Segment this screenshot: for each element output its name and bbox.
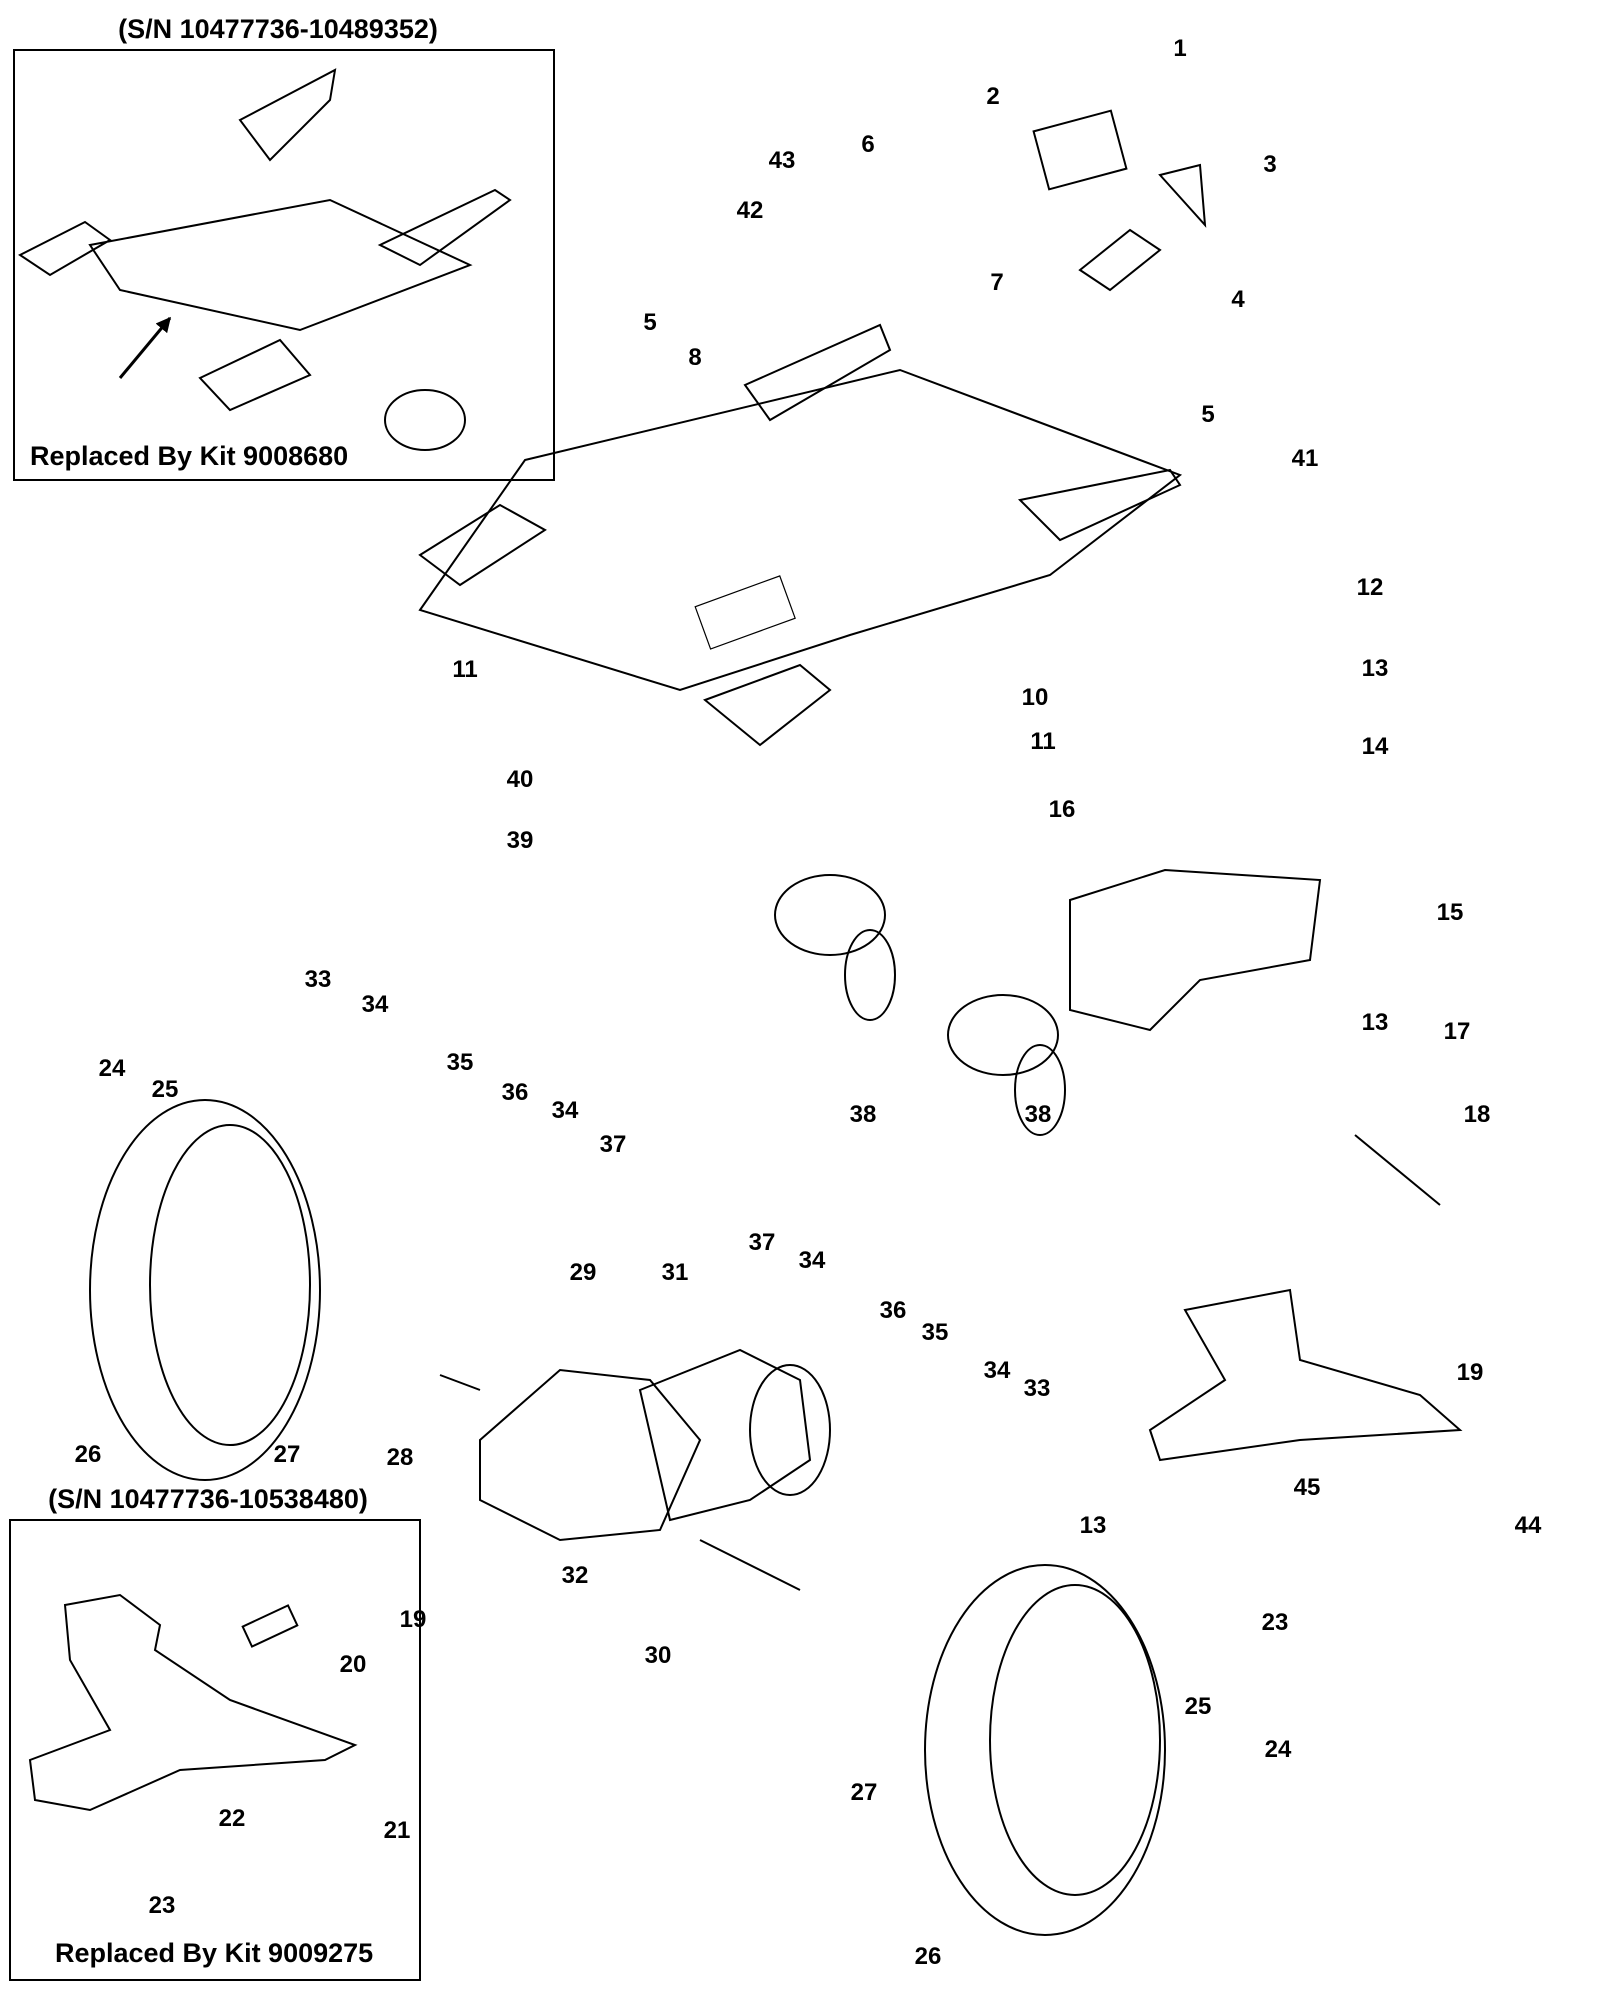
callout-43: 43 — [769, 147, 796, 174]
callout-23: 23 — [1262, 1609, 1289, 1636]
callout-15: 15 — [1437, 899, 1464, 926]
frame-assembly — [418, 323, 1183, 747]
callout-13: 13 — [1362, 1009, 1389, 1036]
callout-25: 25 — [1185, 1693, 1212, 1720]
callout-6: 6 — [861, 131, 874, 158]
callout-10: 10 — [1022, 684, 1049, 711]
callout-45: 45 — [1294, 1474, 1321, 1501]
callout-5: 5 — [1201, 401, 1214, 428]
callout-14: 14 — [1362, 733, 1389, 760]
callout-28: 28 — [387, 1444, 414, 1471]
callout-36: 36 — [502, 1079, 529, 1106]
callout-23: 23 — [149, 1892, 176, 1919]
inset-frame-kit-9009275: (S/N 10477736-10538480) Replaced By Kit … — [9, 1484, 421, 1981]
callout-8: 8 — [688, 344, 701, 371]
callout-29: 29 — [570, 1259, 597, 1286]
callout-26: 26 — [915, 1943, 942, 1970]
callout-20: 20 — [340, 1651, 367, 1678]
callout-18: 18 — [1464, 1101, 1491, 1128]
inset-serial-range-2: (S/N 10477736-10538480) — [48, 1484, 368, 1514]
callout-34: 34 — [799, 1247, 826, 1274]
callout-38: 38 — [850, 1101, 877, 1128]
callout-32: 32 — [562, 1562, 589, 1589]
callout-35: 35 — [447, 1049, 474, 1076]
callout-19: 19 — [400, 1606, 427, 1633]
callout-24: 24 — [99, 1055, 126, 1082]
inset-kit-note-2: Replaced By Kit 9009275 — [55, 1938, 373, 1968]
transaxle-motor — [439, 1348, 831, 1591]
callout-33: 33 — [1024, 1375, 1051, 1402]
callout-11: 11 — [452, 656, 477, 683]
callout-26: 26 — [75, 1441, 102, 1468]
callout-35: 35 — [922, 1319, 949, 1346]
callout-19: 19 — [1457, 1359, 1484, 1386]
pin-18 — [1354, 1134, 1441, 1206]
callout-25: 25 — [152, 1076, 179, 1103]
inset-frame-kit-9008680: (S/N 10477736-10489352) Replaced By Kit … — [13, 14, 555, 481]
wheels — [89, 1099, 1166, 1936]
base-44 — [1148, 1288, 1463, 1462]
callout-17: 17 — [1444, 1018, 1471, 1045]
callout-1: 1 — [1173, 35, 1186, 62]
callout-37: 37 — [749, 1229, 776, 1256]
callout-4: 4 — [1231, 286, 1245, 313]
callout-11: 11 — [1030, 728, 1055, 755]
callout-36: 36 — [880, 1297, 907, 1324]
bracket-15 — [1069, 868, 1322, 1032]
inset-serial-range: (S/N 10477736-10489352) — [118, 14, 438, 44]
callout-42: 42 — [737, 197, 764, 224]
caster-old — [384, 389, 466, 451]
callout-39: 39 — [507, 827, 534, 854]
callout-27: 27 — [274, 1441, 301, 1468]
callout-34: 34 — [362, 991, 389, 1018]
callout-13: 13 — [1080, 1512, 1107, 1539]
callout-12: 12 — [1357, 574, 1384, 601]
callout-22: 22 — [219, 1805, 246, 1832]
callout-38: 38 — [1025, 1101, 1052, 1128]
callout-37: 37 — [600, 1131, 627, 1158]
callout-33: 33 — [305, 966, 332, 993]
callout-24: 24 — [1265, 1736, 1292, 1763]
callout-34: 34 — [984, 1357, 1011, 1384]
callout-40: 40 — [507, 766, 534, 793]
chassis-plate-old — [18, 68, 512, 412]
callout-5: 5 — [643, 309, 656, 336]
callout-13: 13 — [1362, 655, 1389, 682]
valve-assembly — [1032, 109, 1207, 292]
callout-34: 34 — [552, 1097, 579, 1124]
callout-41: 41 — [1292, 445, 1319, 472]
callout-7: 7 — [990, 269, 1003, 296]
callout-3: 3 — [1263, 151, 1276, 178]
callout-27: 27 — [851, 1779, 878, 1806]
callout-16: 16 — [1049, 796, 1076, 823]
callout-2: 2 — [986, 83, 999, 110]
callout-30: 30 — [645, 1642, 672, 1669]
inset-kit-note: Replaced By Kit 9008680 — [30, 441, 348, 471]
callout-31: 31 — [662, 1259, 689, 1286]
callout-21: 21 — [384, 1817, 411, 1844]
casters — [774, 874, 1066, 1136]
callout-44: 44 — [1515, 1512, 1542, 1539]
